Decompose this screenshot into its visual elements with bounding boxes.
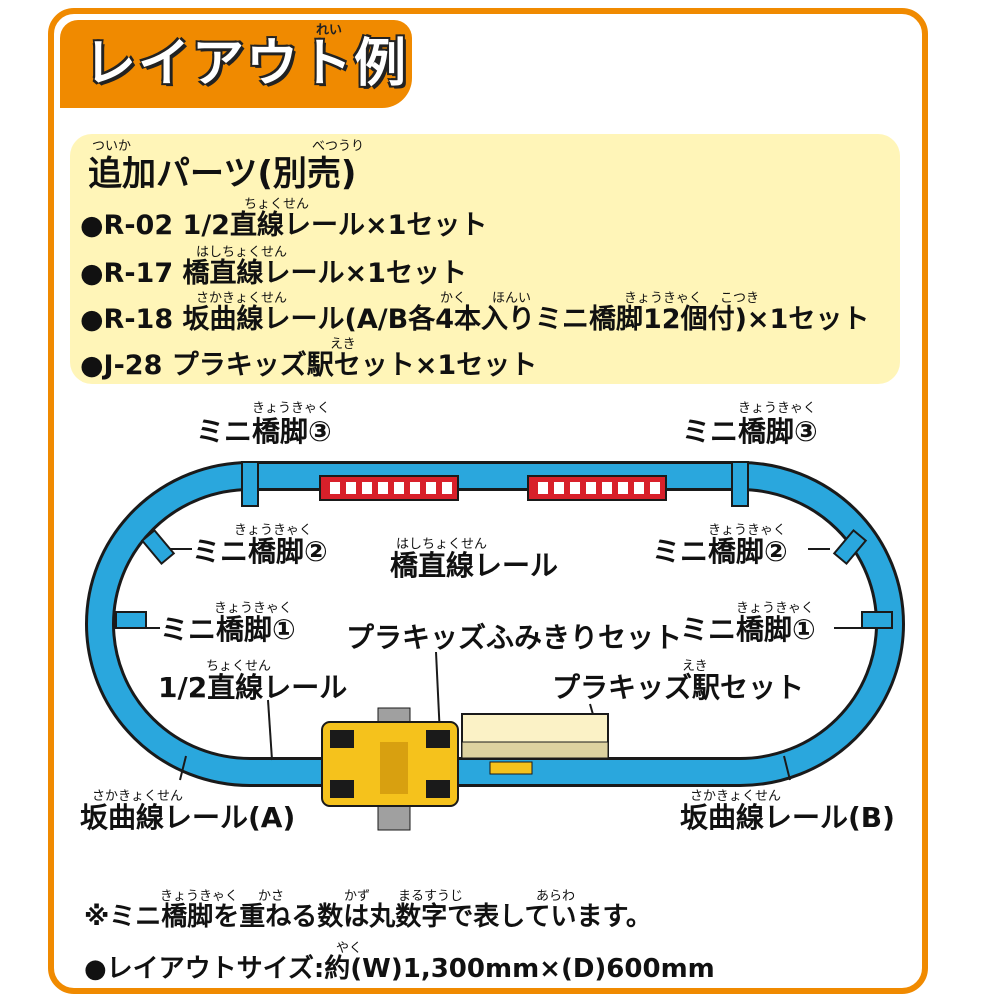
label-mini-pier-2-right: ミニ橋脚② [652,535,788,568]
half-rail-ruby: ちょくせん [206,659,272,674]
label-mini-pier-3-right: ミニ橋脚③ [682,415,818,448]
item-ruby-2: はしちょくせん [196,245,288,260]
title-tab [60,20,412,108]
note1-ruby-3: かず [344,889,371,904]
parts-item-j28: ●J-28 プラキッズ駅セット×1セット [80,350,538,381]
leader-lines [146,548,862,781]
pier1-left-ruby: きょうきゃく [214,601,293,616]
station-set [461,713,609,775]
station-ruby: えき [682,659,708,674]
label-bridge-rail: 橋直線レール [390,549,559,582]
item-ruby-3a: さかきょくせん [196,291,288,306]
bridge-rail-left [319,475,459,501]
label-slope-curve-b: 坂曲線レール(B) [680,801,895,834]
label-station-set: プラキッズ駅セット [552,671,805,704]
parts-item-r17: ●R-17 橋直線レール×1セット [80,258,467,289]
title-ruby: れい [316,23,343,38]
heading-ruby-2: べつうり [312,139,365,154]
pier1-right-ruby: きょうきゃく [736,601,815,616]
parts-heading: 追加パーツ(別売) [88,154,357,194]
note1-ruby-5: あらわ [536,889,576,904]
pier3-left-ruby: きょうきゃく [252,401,331,416]
parts-item-r18: ●R-18 坂曲線レール(A/B各4本入りミニ橋脚12個付)×1セット [80,304,870,335]
pier2-right-ruby: きょうきゃく [708,523,787,538]
note-pier-count: ※ミニ橋脚を重ねる数は丸数字で表しています。 [84,902,652,932]
label-mini-pier-1-right: ミニ橋脚① [680,613,816,646]
label-mini-pier-2-left: ミニ橋脚② [192,535,328,568]
pier-markers [115,461,893,629]
page-title: レイアウト例 [84,34,409,94]
label-mini-pier-1-left: ミニ橋脚① [160,613,296,646]
item-ruby-3c: ほんい [492,291,532,306]
note1-ruby-4: まるすうじ [398,889,464,904]
note1-ruby-1: きょうきゃく [160,889,239,904]
additional-parts-panel [70,134,900,384]
label-mini-pier-3-left: ミニ橋脚③ [196,415,332,448]
bridge-rail-right [527,475,667,501]
item-ruby-1: ちょくせん [244,197,310,212]
note1-ruby-2: かさ [258,889,285,904]
item-ruby-4: えき [330,337,356,352]
item-ruby-3e: こつき [720,291,760,306]
crossing-set [321,721,459,807]
note2-ruby: やく [336,941,363,956]
note-layout-size: ●レイアウトサイズ:約(W)1,300mm×(D)600mm [84,954,715,984]
bridge-rail-ruby: はしちょくせん [396,537,488,552]
item-ruby-3d: きょうきゃく [624,291,703,306]
label-crossing-set: プラキッズふみきりセット [346,621,683,654]
heading-ruby-1: ついか [92,139,132,154]
label-half-straight-rail: 1/2直線レール [158,671,348,704]
pier2-left-ruby: きょうきゃく [234,523,313,538]
parts-item-r02: ●R-02 1/2直線レール×1セット [80,210,488,241]
pier3-right-ruby: きょうきゃく [738,401,817,416]
item-ruby-3b: かく [440,291,467,306]
label-slope-curve-a: 坂曲線レール(A) [80,801,296,834]
slope-a-ruby: さかきょくせん [92,789,184,804]
slope-b-ruby: さかきょくせん [690,789,782,804]
